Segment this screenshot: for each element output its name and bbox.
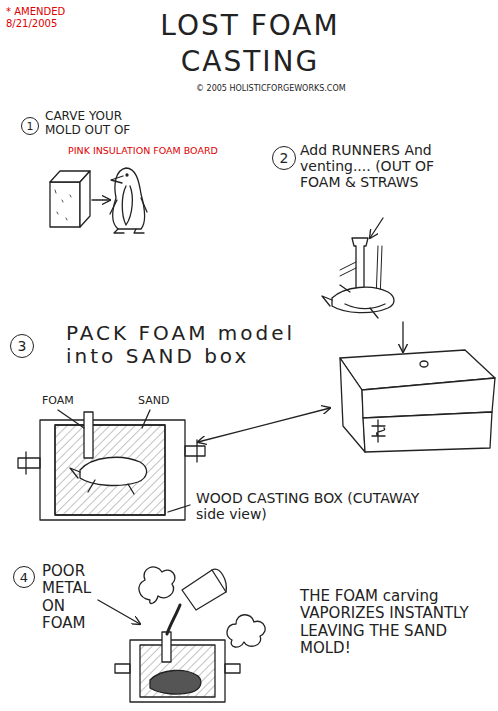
amendment-note: * AMENDED 8/21/2005 [6,6,70,29]
leader-line [142,410,150,428]
step-text: CARVE YOUR MOLD OUT OF [45,110,160,138]
callout-number: 3 [18,339,27,353]
step-number-circle: 3 [10,334,34,358]
note-text: THE FOAM carving VAPORIZES INSTANTLY LEA… [300,588,490,657]
part-label: WOOD CASTING BOX (CUTAWAY side view) [196,490,446,522]
foam-block [50,171,90,227]
step-text: PACK FOAM model into SAND box [66,322,296,368]
penguin-carving [322,285,394,318]
callout-number: 1 [27,121,34,132]
part-label: FOAM [42,395,92,408]
callout-number: 2 [280,151,289,165]
step-text: POOR METAL ON FOAM [42,563,112,632]
casting-box-cutaway [18,410,205,520]
sand-box [340,350,495,452]
step-number-circle: 2 [272,146,296,170]
step-text: Add RUNNERS And venting.... (OUT OF FOAM… [300,142,450,190]
arrow [402,322,403,352]
title: LOST FOAM CASTING [140,8,360,81]
arrow [92,199,110,200]
part-label: SAND [138,395,188,408]
step-number-circle: 4 [13,566,35,588]
callout-number: 4 [20,571,28,584]
pouring-scene [115,567,265,702]
leader-line [168,505,190,512]
penguin-carving [110,168,147,233]
arrow [370,218,383,238]
copyright: © 2005 HOLISTICFORGEWORKS.COM [196,84,366,93]
step-number-circle: 1 [21,117,39,135]
arrow [98,600,140,624]
double-arrow [198,408,330,442]
leader-line [58,410,84,428]
